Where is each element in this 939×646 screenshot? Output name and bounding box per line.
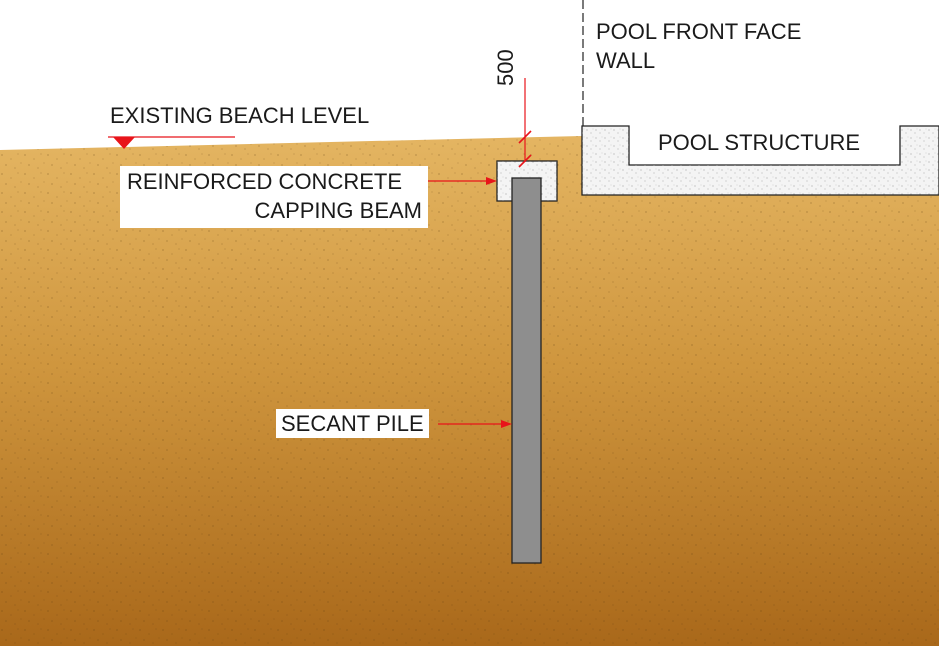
secant-pile-label: SECANT PILE [276,409,429,438]
pool-front-face-label-line1: POOL FRONT FACE [596,19,802,44]
capping-beam-label-box: REINFORCED CONCRETE CAPPING BEAM [120,166,428,228]
sand-texture [0,136,939,646]
dimension-tick-bottom [518,154,532,168]
secant-pile [511,177,542,564]
beach-level-triangle-icon [113,137,135,149]
secant-pile-arrow-icon [501,420,512,428]
dimension-tick-top [518,130,532,144]
capping-beam-label-line1: REINFORCED CONCRETE [127,169,403,194]
pool-structure-label: POOL STRUCTURE [658,130,861,155]
pool-front-face-label-line2: WALL [596,48,656,73]
existing-beach-level-label: EXISTING BEACH LEVEL [110,103,370,128]
capping-beam-arrow-icon [486,177,497,185]
capping-beam-label-line2: CAPPING BEAM [254,198,422,223]
dimension-500-label: 500 [493,49,518,86]
